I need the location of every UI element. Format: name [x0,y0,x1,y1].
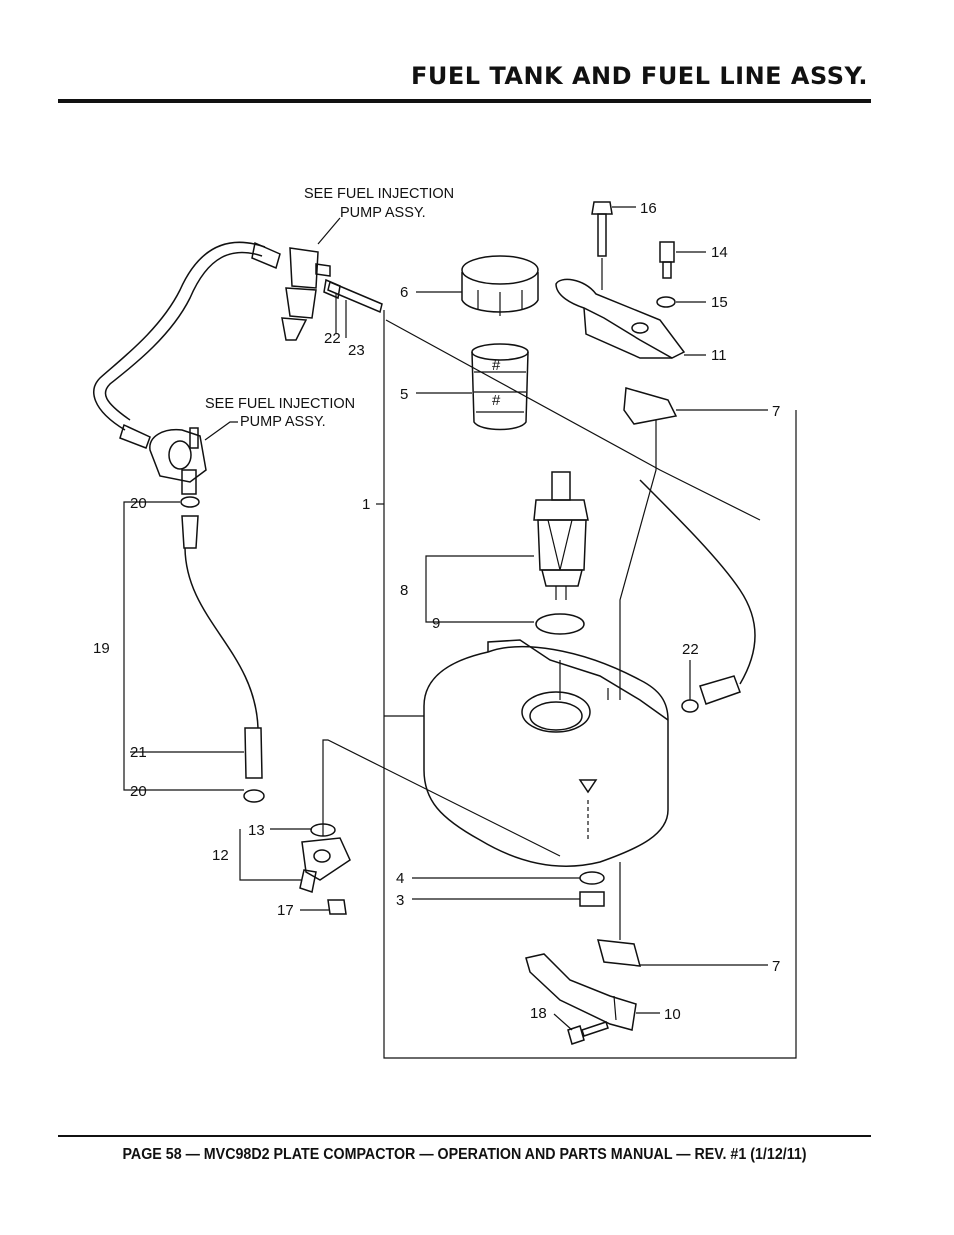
callout-16: 16 [640,200,657,217]
page-title: FUEL TANK AND FUEL LINE ASSY. [410,62,868,90]
drain-bolt [579,891,605,907]
callout-20-top: 20 [130,495,147,512]
callout-21: 21 [130,744,147,761]
rubber-pad-bottom [596,939,642,967]
callout-6: 6 [400,284,408,301]
callout-12: 12 [212,847,229,864]
callout-17: 17 [277,902,294,919]
footer-rule [58,1135,871,1137]
callout-23: 23 [348,342,365,359]
fuel-tank [423,639,669,867]
svg-text:#: # [492,357,501,374]
injection-nozzle [281,247,331,341]
stud-14-shank [662,261,672,279]
callout-22-right: 22 [682,641,699,658]
washer-15 [656,296,676,308]
nozzle-sleeve [323,278,383,338]
breather-hose [639,479,756,713]
callout-7-bottom: 7 [772,958,780,975]
cock-leader [322,739,561,857]
guide-line-a [385,319,761,521]
callout-22-top: 22 [324,330,341,347]
callout-18: 18 [530,1005,547,1022]
note-mid-leader [204,421,238,441]
injection-pump-fitting [149,427,207,495]
note-mid-line1: SEE FUEL INJECTION [205,396,355,412]
return-fuel-line [93,241,281,449]
callout-5: 5 [400,386,408,403]
tank-bracket-11 [555,278,686,359]
callout-9: 9 [432,615,440,632]
callout-20-bottom: 20 [130,783,147,800]
callout-11: 11 [711,347,727,364]
guide-line-b [619,420,657,700]
page-footer: PAGE 58 — MVC98D2 PLATE COMPACTOR — OPER… [122,1146,807,1163]
note-mid-line2: PUMP ASSY. [240,414,326,430]
item1-bracket [383,310,797,1059]
callout-19: 19 [93,640,110,657]
bolt-18 [567,1021,609,1045]
stud-14 [659,241,675,263]
callout-3: 3 [396,892,404,909]
svg-text:#: # [492,392,501,409]
filter-washer [535,613,585,635]
fuel-cap [461,255,539,316]
callout-14: 14 [711,244,728,261]
header-rule [58,99,871,103]
fuel-cock [299,823,351,915]
drain-washer [579,871,605,885]
bolt-16 [591,201,613,290]
note-top-line2: PUMP ASSY. [340,205,426,221]
callout-10: 10 [664,1006,681,1023]
note-top-line1: SEE FUEL INJECTION [304,186,454,202]
note-top-leader [317,217,341,245]
fuel-hose-assembly [180,496,265,803]
callout-1: 1 [362,496,370,513]
tank-bracket-10 [525,953,637,1031]
callout-15: 15 [711,294,728,311]
callout-7-top: 7 [772,403,780,420]
callout-leaders [123,206,768,1031]
callout-13: 13 [248,822,265,839]
inline-filter [533,471,589,600]
rubber-pad-top [623,387,678,425]
callout-8: 8 [400,582,408,599]
filter-screen: # # [471,343,529,431]
callout-labels: 16 14 15 11 7 6 5 1 8 9 22 4 3 7 10 18 2… [93,200,780,1023]
callout-4: 4 [396,870,404,887]
